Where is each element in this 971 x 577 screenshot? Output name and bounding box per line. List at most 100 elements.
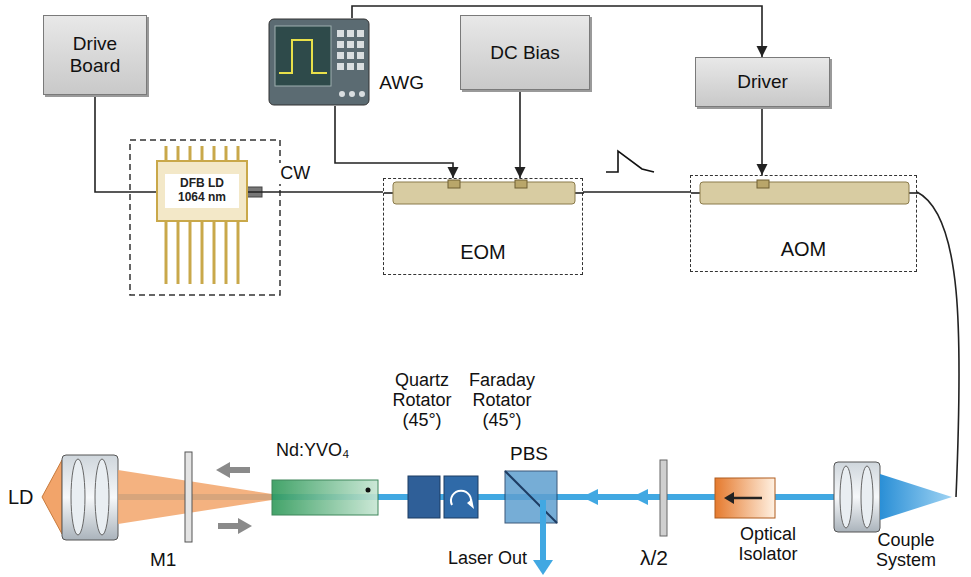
component-label: Faraday Rotator (45°) [462,370,542,430]
output-label: Laser Out [448,548,536,568]
polarizing-beam-splitter [505,471,557,523]
crystal-axis-dot [366,488,371,493]
faraday-rotator [444,476,478,518]
optical-isolator [730,497,762,500]
chip-pins [213,146,216,160]
awg-picture [347,63,354,70]
faraday-rotator [467,499,474,509]
coupling-lens [840,466,852,528]
coupling-lens [861,466,873,528]
chip-pins [165,222,168,284]
modulator-device [384,179,584,219]
node-text: Driver [737,71,788,93]
component-label: PBS [510,443,560,464]
modulator-device [448,180,460,188]
connector [95,95,156,192]
chip-pins [225,222,228,284]
beam-direction-arrow [582,489,598,505]
component-label: M1 [150,549,182,570]
faraday-rotator [444,476,478,518]
driver-box: Driver [695,57,830,107]
awg-picture [357,52,364,59]
chip-pins [237,222,240,284]
optical-isolator [724,492,734,504]
modulator-device [700,182,909,204]
movement-arrows [216,462,250,478]
polarizing-beam-splitter [505,471,557,523]
pump-diode [71,459,85,535]
pump-diode [95,459,109,535]
chip-pins [165,146,168,160]
chip-pins [213,222,216,284]
mirror-m1 [185,452,192,542]
chip-pins [177,222,180,284]
optical-isolator [715,478,775,518]
awg-picture [337,52,344,59]
awg-picture [275,26,331,86]
awg-instrument: AWG [268,18,428,106]
coupling-lens [880,474,952,520]
pump-diode [62,455,118,540]
component-label: Optical Isolator [726,524,810,564]
connector [761,107,763,175]
movement-arrows [216,462,252,534]
modulator-device [393,182,575,204]
chip-pins [189,146,192,160]
awg-picture [347,30,354,37]
chip-pins [189,222,192,284]
laser-crystal [272,480,378,515]
awg-picture [357,63,364,70]
chip-pins [201,146,204,160]
awg-picture [357,30,364,37]
pump-diode [42,460,62,534]
awg-picture [349,91,355,97]
node-text: DFB LD 1064 nm [165,174,239,208]
awg-picture [357,41,364,48]
connector [583,191,690,193]
laser-module-frame [130,140,280,295]
awg-picture [337,63,344,70]
component-label: λ/2 [640,546,680,570]
awg-picture [359,91,365,97]
modulator-module: EOM [383,178,583,275]
pulse-symbol [606,151,654,172]
output-beam [533,500,553,575]
node-text: DC Bias [490,42,560,64]
output-fiber [917,192,959,497]
output-beam [540,500,546,562]
drive-board-box: Drive Board [43,15,147,95]
chip-pins [225,146,228,160]
modulator-device [691,176,918,216]
awg-picture [337,30,344,37]
output-beam [533,560,553,575]
dc-bias-box: DC Bias [460,15,590,90]
component-label: Nd:YVO₄ [276,440,376,460]
optical-isolator [715,478,775,518]
chip-pins [237,146,240,160]
node-text: Drive Board [50,33,140,77]
component-label: Quartz Rotator (45°) [384,370,460,430]
coupling-lens [834,462,880,532]
coupling-lens [834,462,952,532]
awg-picture [279,40,327,73]
connector [248,191,383,193]
polarizing-beam-splitter [505,471,557,523]
awg-picture [347,41,354,48]
modulator-device [757,180,769,188]
node-text: AOM [781,238,827,261]
pump-diode [42,455,118,540]
chip-pins [201,222,204,284]
half-wave-plate [660,460,667,536]
modulator-device [515,180,527,188]
awg-picture [269,19,369,105]
laser-diode-chip: DFB LD 1064 nm [156,160,248,222]
quartz-rotator [408,476,440,518]
signal-label: CW [278,163,312,184]
movement-arrows [218,518,252,534]
connector [519,90,521,178]
awg-picture [268,18,370,106]
awg-picture [337,41,344,48]
beam-direction-arrow [632,489,648,505]
component-label: LD [8,486,40,508]
